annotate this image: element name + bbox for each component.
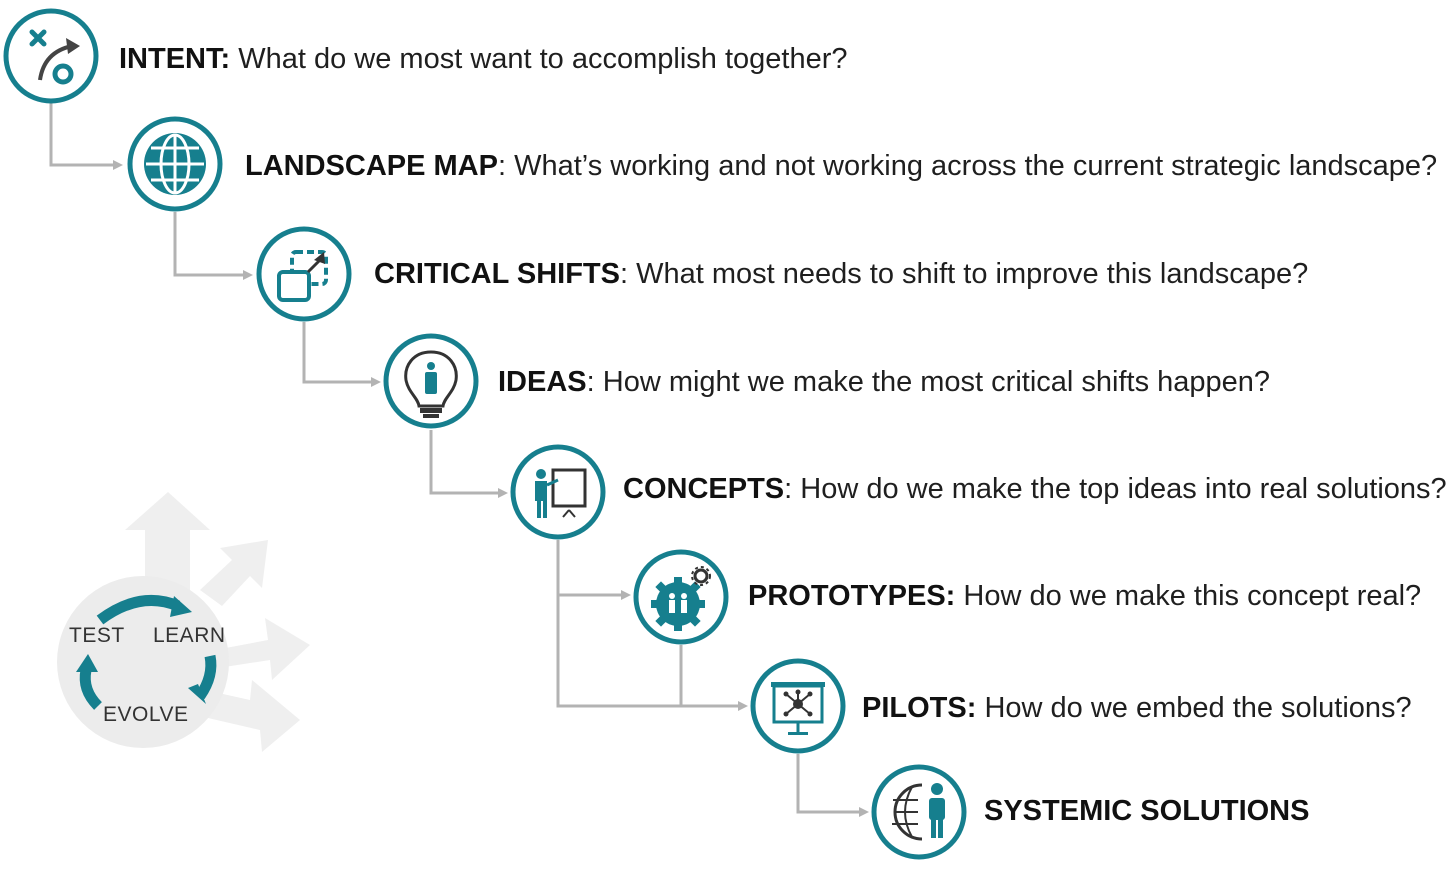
step-prototypes-label: PROTOTYPES: How do we make this concept …: [748, 582, 1421, 611]
step-concepts-label: CONCEPTS: How do we make the top ideas i…: [623, 475, 1447, 504]
step-intent-title: INTENT:: [119, 43, 231, 75]
presenter-board-icon: [535, 468, 587, 518]
cycle-arrowheads: [76, 596, 206, 704]
step-ideas-node: [383, 333, 479, 429]
gear-people-icon: [651, 566, 711, 631]
cycle-test-label: TEST: [69, 624, 125, 647]
step-systemic-title: SYSTEMIC SOLUTIONS: [984, 795, 1310, 827]
network-screen-icon: [771, 682, 825, 735]
cycle-graphic: [57, 492, 310, 752]
connector-concepts-prototypes: [556, 540, 631, 600]
shift-squares-icon: [277, 250, 328, 302]
step-intent-question: What do we most want to accomplish toget…: [230, 43, 848, 75]
step-concepts-title: CONCEPTS: [623, 473, 785, 505]
step-ideas-title: IDEAS: [498, 366, 587, 398]
step-prototypes-question: How do we make this concept real?: [955, 580, 1422, 612]
step-shifts-node: [256, 226, 352, 322]
step-ideas-label: IDEAS: How might we make the most critic…: [498, 368, 1270, 397]
step-pilots-title: PILOTS:: [862, 692, 977, 724]
step-shifts-title: CRITICAL SHIFTS: [374, 258, 620, 290]
cycle-arrows: [79, 595, 217, 710]
connector-ideas-concepts: [429, 430, 508, 498]
globe-icon: [144, 133, 206, 195]
step-shifts-label: CRITICAL SHIFTS: What most needs to shif…: [374, 260, 1308, 289]
step-pilots-label: PILOTS: How do we embed the solutions?: [862, 694, 1412, 723]
cycle-background-arrows: [125, 492, 310, 752]
connectors: [49, 103, 869, 817]
connector-shifts-ideas: [302, 322, 381, 387]
step-landscape-label: LANDSCAPE MAP: What’s working and not wo…: [245, 152, 1437, 181]
lightbulb-person-icon: [404, 350, 458, 418]
cycle-learn-label: LEARN: [153, 624, 226, 647]
cycle-evolve-label: EVOLVE: [103, 703, 189, 726]
step-prototypes-title: PROTOTYPES:: [748, 580, 956, 612]
globe-person-icon: [892, 783, 945, 841]
step-landscape-node: [127, 116, 223, 212]
step-systemic-label: SYSTEMIC SOLUTIONS: [984, 797, 1309, 826]
strategy-play-icon: [29, 29, 80, 85]
connector-landscape-shifts: [173, 212, 253, 280]
step-landscape-question: : What’s working and not working across …: [497, 150, 1438, 182]
connector-pilots-systemic: [796, 754, 869, 817]
step-concepts-question: : How do we make the top ideas into real…: [784, 473, 1447, 505]
step-pilots-question: How do we embed the solutions?: [976, 692, 1412, 724]
step-pilots-node: [750, 658, 846, 754]
step-intent-label: INTENT: What do we most want to accompli…: [119, 45, 848, 74]
step-shifts-question: : What most needs to shift to improve th…: [619, 258, 1309, 290]
connector-concepts-pilots: [556, 595, 748, 711]
step-prototypes-node: [633, 549, 729, 645]
step-concepts-node: [510, 444, 606, 540]
connector-intent-landscape: [49, 103, 123, 170]
step-landscape-title: LANDSCAPE MAP: [245, 150, 498, 182]
step-ideas-question: : How might we make the most critical sh…: [586, 366, 1271, 398]
step-intent-node: [3, 8, 99, 104]
step-systemic-node: [871, 764, 967, 860]
